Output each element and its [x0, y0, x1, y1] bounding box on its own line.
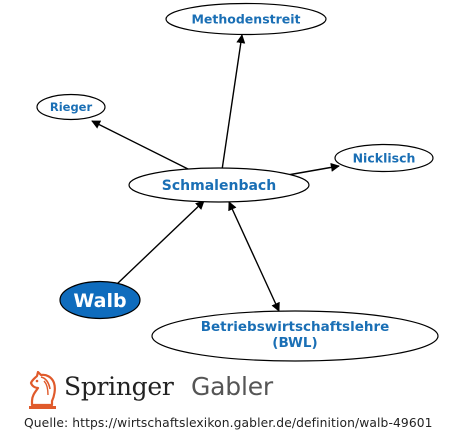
brand-gabler: Gabler — [191, 372, 273, 401]
node-bwl: Betriebswirtschaftslehre (BWL) — [151, 310, 439, 362]
node-bwl-shape — [151, 310, 439, 362]
node-schmalenbach-shape — [128, 167, 310, 203]
node-schmalenbach: Schmalenbach — [128, 167, 310, 203]
edge-schmalenbach-rieger — [91, 120, 191, 171]
source-citation: Quelle: https://wirtschaftslexikon.gable… — [24, 416, 433, 430]
node-bwl-label-line1: Betriebswirtschaftslehre — [201, 319, 390, 335]
node-methodenstreit-label: Methodenstreit — [191, 12, 300, 27]
edge-schmalenbach-bwl — [228, 201, 280, 312]
knight-chess-piece-icon — [26, 370, 60, 411]
brand-springer: Springer — [64, 372, 174, 401]
node-rieger-shape — [36, 93, 106, 121]
edge-walb-schmalenbach — [116, 200, 205, 285]
node-rieger-label: Rieger — [50, 100, 93, 114]
node-rieger: Rieger — [36, 93, 106, 121]
node-walb-label: Walb — [73, 290, 126, 312]
node-walb-shape — [59, 280, 141, 320]
node-nicklisch: Nicklisch — [334, 143, 434, 173]
node-methodenstreit: Methodenstreit — [165, 2, 327, 36]
node-bwl-label-line2: (BWL) — [272, 335, 317, 351]
edge-schmalenbach-methodenstreit — [221, 34, 246, 171]
node-methodenstreit-shape — [165, 2, 327, 36]
node-nicklisch-shape — [334, 143, 434, 173]
node-schmalenbach-label: Schmalenbach — [162, 178, 276, 194]
node-nicklisch-label: Nicklisch — [353, 151, 416, 166]
node-walb: Walb — [59, 280, 141, 320]
